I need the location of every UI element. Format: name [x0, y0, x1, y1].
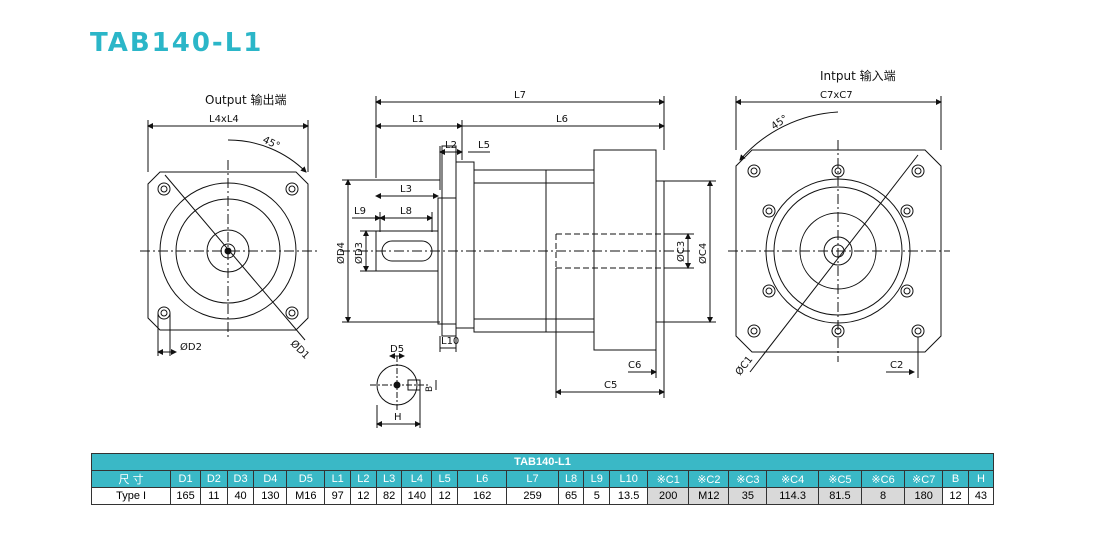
table-cell: 13.5: [609, 487, 649, 505]
table-cell: 12: [350, 487, 377, 505]
side-c3: ØC3: [675, 241, 687, 262]
table-cell: 81.5: [817, 487, 862, 505]
side-view: L7 L1 L6 L2 L5 L3 L9 L8: [335, 90, 716, 398]
table-cell: 65: [557, 487, 585, 505]
table-header-cell: ※C2: [688, 470, 730, 488]
side-l1: L1: [412, 114, 424, 125]
table-cell: 165: [170, 487, 201, 505]
input-square-dim: C7xC7: [820, 90, 853, 101]
table-cell: 259: [506, 487, 559, 505]
table-cell: 35: [728, 487, 768, 505]
table-cell: M16: [286, 487, 326, 505]
table-header-cell: D3: [226, 470, 255, 488]
table-header-cell: ※C6: [860, 470, 906, 488]
table-header-cell: 尺 寸: [90, 470, 172, 488]
input-c2-label: C2: [890, 360, 903, 371]
table-cell: 43: [967, 487, 995, 505]
table-header-cell: L2: [350, 470, 377, 488]
table-cell: 140: [401, 487, 433, 505]
output-angle: 45°: [261, 135, 282, 152]
input-angle: 45°: [769, 113, 790, 132]
page-title: TAB140-L1: [90, 28, 264, 58]
side-d4: ØD4: [335, 242, 347, 264]
table-header-cell: D2: [199, 470, 228, 488]
table-header-cell: ※C7: [904, 470, 944, 488]
side-c4: ØC4: [697, 243, 709, 264]
table-cell: 130: [253, 487, 288, 505]
table-cell: Type I: [90, 487, 172, 505]
shaft-b: B: [425, 386, 435, 392]
table-title: TAB140-L1: [91, 453, 994, 471]
side-l6: L6: [556, 114, 568, 125]
table-header-cell: L9: [583, 470, 611, 488]
shaft-d5: D5: [390, 344, 404, 355]
table-header-cell: L8: [557, 470, 585, 488]
spec-table: TAB140-L1 尺 寸 D1 D2 D3 D4 D5 L1 L2 L3 L4…: [90, 453, 995, 505]
table-row: Type I 165 11 40 130 M16 97 12 82 140 12…: [90, 487, 995, 505]
output-d1-label: ØD1: [288, 338, 312, 362]
table-header-cell: L10: [609, 470, 649, 488]
table-cell: 162: [456, 487, 508, 505]
table-cell: 40: [226, 487, 255, 505]
table-header-row: 尺 寸 D1 D2 D3 D4 D5 L1 L2 L3 L4 L5 L6 L7 …: [90, 470, 995, 488]
output-square-dim: L4xL4: [209, 114, 239, 125]
side-l10: L10: [441, 336, 459, 347]
table-header-cell: L1: [324, 470, 352, 488]
output-label: Output 输出端: [205, 92, 287, 107]
table-header-cell: ※C5: [817, 470, 862, 488]
table-cell: 114.3: [766, 487, 819, 505]
table-header-cell: B: [942, 470, 969, 488]
side-c5: C5: [604, 380, 617, 391]
table-cell: 180: [904, 487, 944, 505]
shaft-h: H: [394, 412, 402, 423]
input-label: Intput 输入端: [820, 68, 896, 83]
table-header-cell: D5: [286, 470, 326, 488]
input-view: Intput 输入端 C7xC7 ØC1 45° C2: [728, 68, 950, 378]
table-header-cell: H: [967, 470, 995, 488]
side-d3: ØD3: [353, 242, 365, 264]
table-cell: 200: [647, 487, 690, 505]
shaft-section: D5 B H: [370, 344, 437, 428]
table-cell: 5: [583, 487, 611, 505]
table-header-cell: D1: [170, 470, 201, 488]
output-view: Output 输出端 L4xL4 ØD1 45° ØD2: [140, 92, 318, 362]
table-cell: M12: [688, 487, 730, 505]
table-header-cell: D4: [253, 470, 288, 488]
table-header-cell: L5: [431, 470, 458, 488]
table-cell: 12: [942, 487, 969, 505]
table-header-cell: L4: [401, 470, 433, 488]
table-header-cell: L6: [456, 470, 508, 488]
side-l7: L7: [514, 90, 526, 101]
table-cell: 11: [199, 487, 228, 505]
table-cell: 97: [324, 487, 352, 505]
output-d2-label: ØD2: [180, 341, 202, 353]
table-header-cell: ※C4: [766, 470, 819, 488]
table-cell: 8: [860, 487, 906, 505]
input-c1-label: ØC1: [733, 354, 756, 378]
table-header-cell: ※C1: [647, 470, 690, 488]
table-header-cell: ※C3: [728, 470, 768, 488]
table-header-cell: L7: [506, 470, 559, 488]
table-cell: 82: [375, 487, 403, 505]
table-cell: 12: [431, 487, 458, 505]
side-l5: L5: [478, 140, 490, 151]
table-header-cell: L3: [375, 470, 403, 488]
technical-drawing: Output 输出端 L4xL4 ØD1 45° ØD2: [140, 68, 950, 428]
side-l9: L9: [354, 206, 366, 217]
side-c6: C6: [628, 360, 641, 371]
side-l3: L3: [400, 184, 412, 195]
side-l8: L8: [400, 206, 412, 217]
